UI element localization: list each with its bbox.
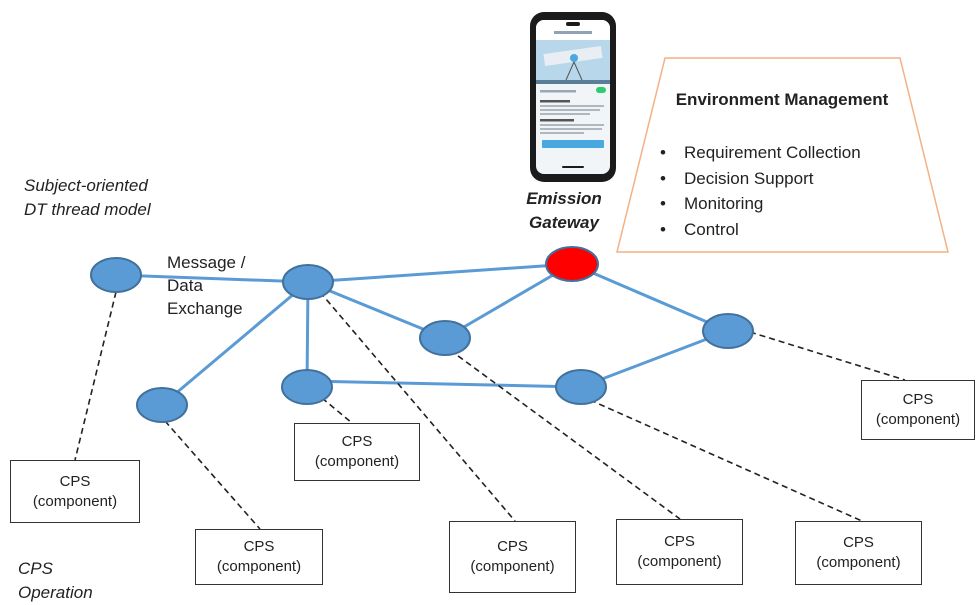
dashed-link bbox=[321, 397, 353, 424]
link bbox=[115, 273, 309, 284]
cps-component-box: CPS(component) bbox=[616, 519, 743, 585]
node bbox=[282, 264, 334, 300]
link bbox=[307, 262, 573, 284]
node bbox=[419, 320, 471, 356]
dashed-link bbox=[589, 399, 863, 522]
dt-thread-model-label: Subject-oriented DT thread model bbox=[24, 176, 151, 219]
node bbox=[555, 369, 607, 405]
list-item: Control bbox=[660, 217, 861, 243]
environment-management-list: Requirement Collection Decision Support … bbox=[660, 140, 861, 242]
link bbox=[161, 280, 309, 407]
link bbox=[580, 329, 729, 389]
cps-component-box: CPS(component) bbox=[195, 529, 323, 585]
cps-operation-label: CPS Operation bbox=[18, 559, 93, 602]
link bbox=[306, 379, 582, 389]
list-item: Decision Support bbox=[660, 166, 861, 192]
message-exchange-label: Message / Data Exchange bbox=[167, 253, 246, 318]
gateway-node bbox=[545, 246, 599, 282]
emission-gateway-label: Emission Gateway bbox=[526, 189, 602, 232]
cps-component-box: CPS(component) bbox=[449, 521, 576, 593]
list-item: Monitoring bbox=[660, 191, 861, 217]
link-group bbox=[115, 262, 729, 407]
link bbox=[444, 262, 573, 340]
link bbox=[307, 280, 446, 340]
dashed-link bbox=[164, 420, 261, 530]
cps-component-box: CPS(component) bbox=[861, 380, 975, 440]
node bbox=[136, 387, 188, 423]
node bbox=[702, 313, 754, 349]
dashed-link-group bbox=[74, 291, 906, 530]
node bbox=[90, 257, 142, 293]
environment-management-title: Environment Management bbox=[675, 90, 889, 109]
node bbox=[281, 369, 333, 405]
phone-screen bbox=[536, 20, 610, 174]
cps-component-box: CPS(component) bbox=[795, 521, 922, 585]
dashed-link bbox=[74, 291, 117, 461]
phone-screen-mockup bbox=[536, 20, 610, 168]
node-group bbox=[90, 257, 754, 423]
list-item: Requirement Collection bbox=[660, 140, 861, 166]
link bbox=[571, 262, 729, 333]
cps-component-box: CPS(component) bbox=[294, 423, 420, 481]
smartphone-icon bbox=[530, 12, 616, 182]
dashed-link bbox=[749, 331, 906, 381]
cps-component-box: CPS(component) bbox=[10, 460, 140, 523]
dashed-link bbox=[319, 291, 516, 522]
dashed-link bbox=[449, 349, 681, 520]
